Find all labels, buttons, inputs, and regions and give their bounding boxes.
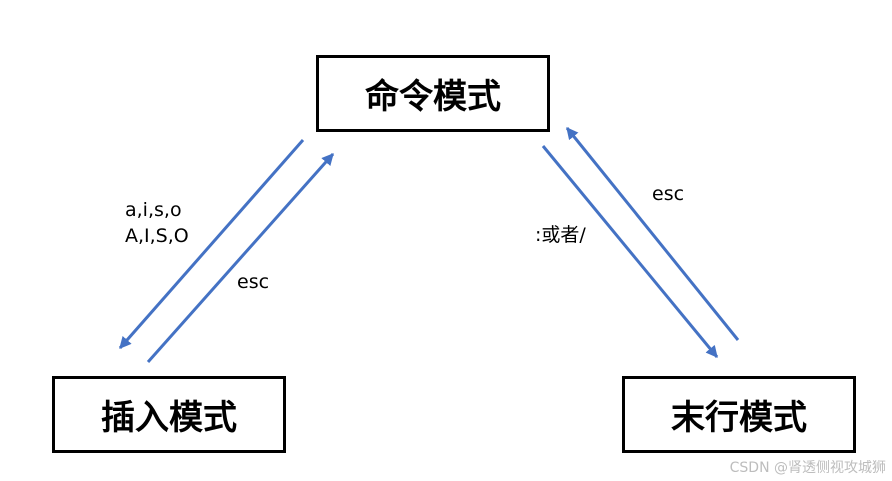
arrow-last-line-to-command	[565, 127, 740, 341]
watermark: CSDN @肾透侧视攻城狮	[729, 460, 886, 476]
insert-keys-uppercase: A,I,S,O	[125, 225, 189, 247]
command-mode-box: 命令模式	[316, 55, 550, 132]
insert-keys-lowercase: a,i,s,o	[125, 199, 182, 221]
arrow-command-to-last-line	[541, 145, 719, 358]
esc-to-command-label-left: esc	[237, 271, 270, 293]
command-mode-label: 命令模式	[365, 77, 501, 117]
last-line-mode-label: 末行模式	[671, 398, 807, 438]
insert-keys-label: a,i,s,o A,I,S,O	[125, 197, 189, 249]
esc-to-command-label-right: esc	[652, 183, 685, 205]
colon-or-slash-label: :或者/	[535, 224, 586, 246]
last-line-mode-box: 末行模式	[622, 376, 856, 453]
insert-mode-box: 插入模式	[52, 376, 286, 453]
arrow-command-to-insert	[118, 139, 305, 349]
insert-mode-label: 插入模式	[101, 398, 237, 438]
arrow-insert-to-command	[146, 153, 335, 363]
